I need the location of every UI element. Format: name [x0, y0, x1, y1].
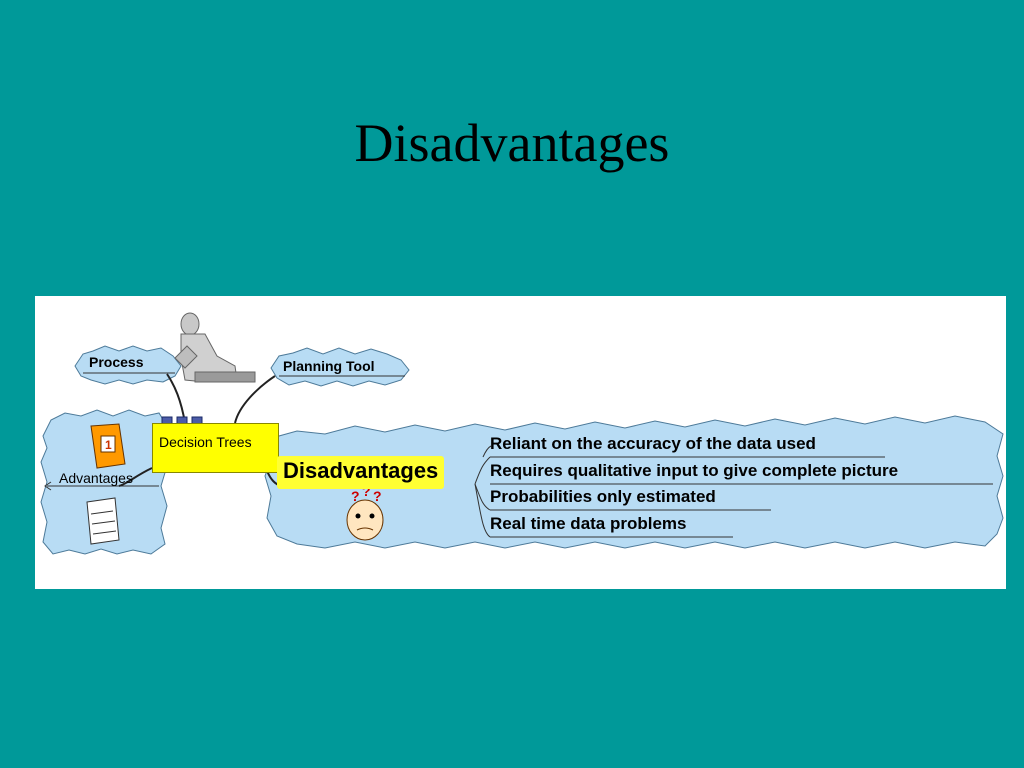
advantages-label: Advantages [59, 470, 133, 486]
mind-map-graphics: 1 [40, 312, 1004, 555]
thinker-figure-icon [174, 312, 256, 383]
svg-text:?: ? [373, 488, 382, 504]
mind-map-panel: 1 [35, 296, 1006, 589]
disadvantages-label: Disadvantages [283, 458, 439, 483]
priority-one-note-icon: 1 [90, 423, 126, 469]
advantages-bubble [40, 409, 168, 555]
svg-text:?: ? [362, 483, 371, 499]
disadvantage-item: Requires qualitative input to give compl… [490, 461, 899, 480]
decision-trees-node: Decision Trees [152, 423, 279, 473]
disadvantage-item: Probabilities only estimated [490, 487, 716, 506]
disadvantages-bubble [264, 415, 1004, 549]
svg-text:?: ? [351, 488, 360, 504]
decision-trees-label: Decision Trees [159, 434, 252, 450]
disadvantage-item: Real time data problems [490, 514, 687, 533]
planning-tool-label: Planning Tool [283, 358, 375, 374]
process-bubble [74, 345, 182, 385]
slide-title: Disadvantages [354, 113, 670, 173]
svg-text:1: 1 [105, 438, 112, 452]
disadvantage-item: Reliant on the accuracy of the data used [490, 434, 816, 453]
confused-face-icon: ? ? ? [346, 483, 384, 541]
disadvantages-node: Disadvantages [277, 456, 445, 489]
low-priority-note-icon [86, 497, 120, 545]
process-label: Process [89, 354, 144, 370]
